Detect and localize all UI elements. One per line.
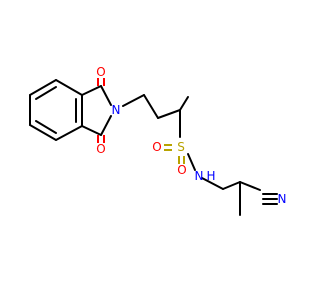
benzene-double-bond bbox=[35, 120, 57, 134]
imide-ring-bond bbox=[100, 115, 112, 136]
bond-set bbox=[29, 78, 278, 216]
atom-label-nitrile-n: N bbox=[278, 192, 287, 206]
amine-chain-bond bbox=[201, 177, 224, 190]
chain-bond bbox=[143, 94, 159, 119]
chain-bond bbox=[179, 96, 189, 111]
benzene-ring-bond bbox=[55, 125, 83, 141]
atom-label-phthalimide-n: N bbox=[112, 103, 121, 117]
benzene-ring-bond bbox=[29, 79, 57, 96]
structure-canvas: O O N S O O N H N bbox=[29, 65, 287, 216]
sulfonyl-n-bond bbox=[187, 153, 196, 171]
atom-label-sulfonyl-o-bottom: O bbox=[177, 163, 186, 177]
amine-chain-bond bbox=[222, 181, 241, 190]
atom-label-sulfur: S bbox=[177, 140, 185, 154]
benzene-double-bond bbox=[35, 86, 57, 100]
atom-label-phthalimide-o-bottom: O bbox=[96, 142, 105, 156]
atom-label-sulfonyl-o-left: O bbox=[152, 140, 161, 154]
benzene-ring-bond bbox=[55, 79, 83, 96]
nitrile-connector-bond bbox=[239, 181, 261, 191]
benzene-ring-bond bbox=[29, 124, 57, 141]
atom-label-amide-n: N bbox=[195, 169, 204, 183]
molecule-diagram: O O N S O O N H N bbox=[29, 65, 287, 216]
atom-label-amide-h: H bbox=[206, 169, 215, 183]
imide-ring-bond bbox=[81, 125, 102, 136]
chain-bond bbox=[157, 109, 181, 119]
chain-bond bbox=[122, 94, 145, 107]
atom-label-phthalimide-o-top: O bbox=[96, 65, 105, 79]
imide-ring-bond bbox=[100, 85, 112, 106]
imide-ring-bond bbox=[81, 85, 102, 96]
